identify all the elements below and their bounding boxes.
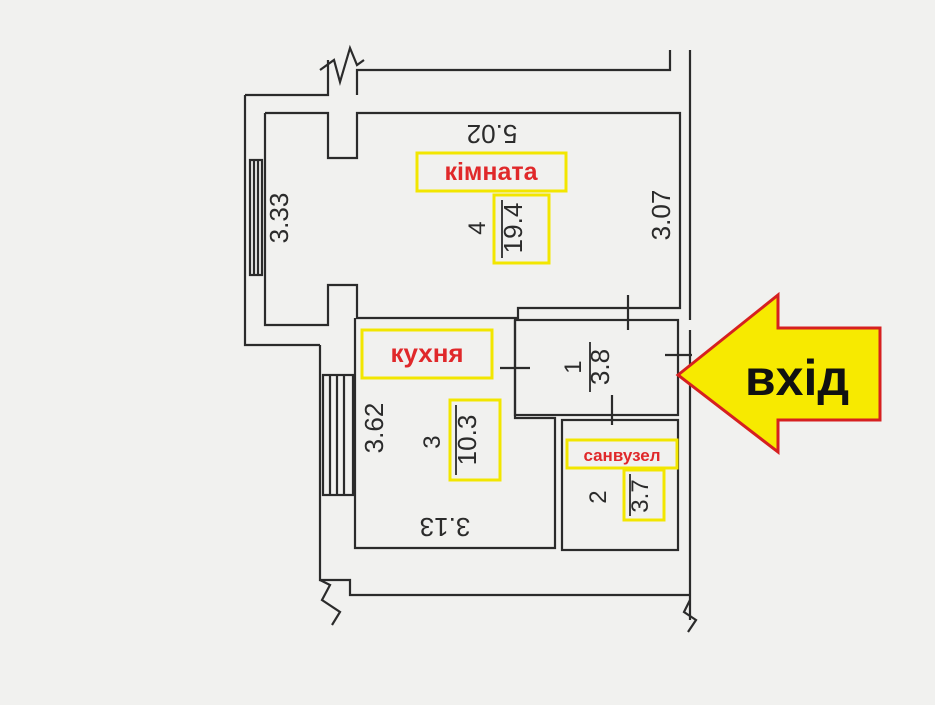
window-left-top [248,158,264,277]
room4-number-text: 4 [464,221,491,234]
dim-kitchen-bottom-text: 3.13 [420,512,471,542]
room2-area-box [622,468,666,522]
wall-break-top [319,44,365,87]
outer-wall-top [245,60,330,97]
room3-number-text: 3 [419,435,446,448]
dim-room-right-text: 3.07 [646,190,676,241]
dim-room-left-text: 3.33 [264,193,294,244]
room4-area-box [492,193,551,265]
room3-name-box [360,328,494,380]
room3-name-text: кухня [390,338,463,368]
dim-kitchen-left-text: 3.62 [359,403,389,454]
outer-wall-top-right [355,50,672,95]
room2-area-text: 3.7 [627,479,654,512]
kitchen-walls [318,345,690,597]
entrance-label: вхід [745,350,849,406]
entrance-arrow-shape [675,291,882,456]
dim-top-text: 5.02 [467,119,518,149]
room2-number-text: 2 [585,490,612,503]
room4-area-text: 19.4 [498,203,528,254]
outer-wall-left [243,95,320,347]
room2-name-text: санвузел [583,446,660,465]
bathroom-walls [560,418,680,552]
room4-name-text: кімната [444,158,538,186]
room1-number-text: 1 [560,360,587,373]
entrance-arrow: вхід [675,291,882,456]
wall-break-bottom [319,579,342,626]
room1-area-text: 3.8 [585,349,615,385]
room3-area-text: 10.3 [452,415,482,466]
walls [243,44,698,633]
room3-area-box [448,398,502,482]
wall-break-bottom-right [682,599,698,633]
room4-name-box [415,151,568,193]
room4-inner-wall [263,111,682,327]
room2-name-box [565,438,679,470]
